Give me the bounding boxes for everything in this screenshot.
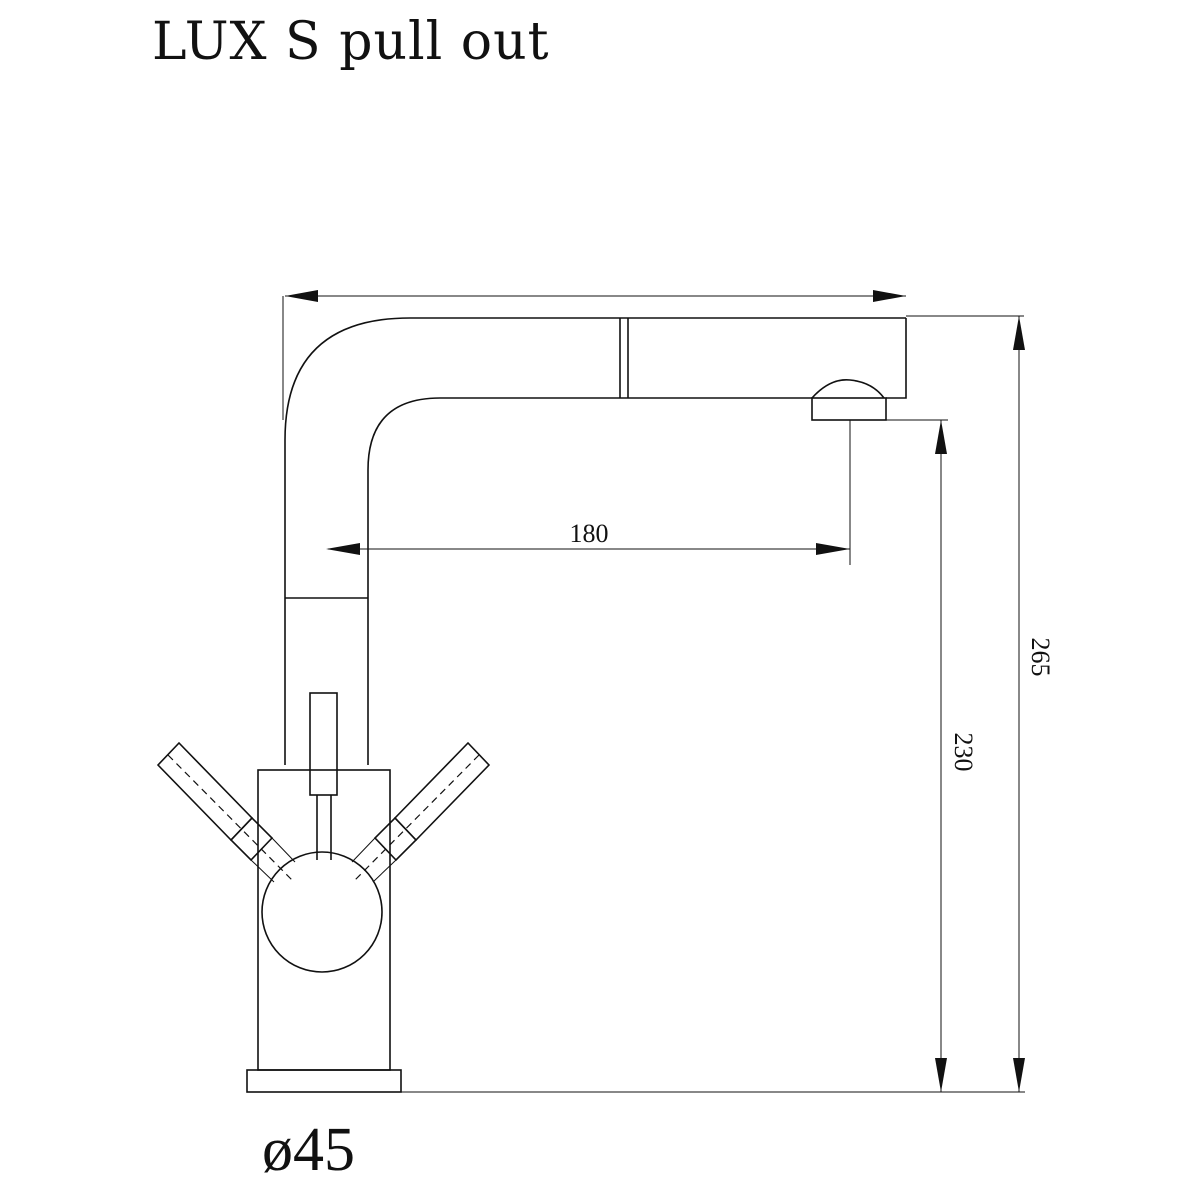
center-lever	[309, 692, 338, 860]
faucet-spout	[284, 317, 907, 765]
reach-label: 180	[570, 519, 609, 548]
spout-height-label: 230	[949, 733, 978, 772]
right-handle	[351, 741, 491, 883]
left-handle	[156, 741, 296, 883]
spout-height-dimension: 230	[886, 419, 978, 1092]
reach-dimension: 180	[326, 420, 851, 565]
aerator-head	[811, 379, 887, 421]
total-height-label: 265	[1026, 638, 1055, 677]
base-plate	[246, 1069, 402, 1093]
base-diameter-label: ø45	[262, 1116, 355, 1184]
width-dimension	[282, 290, 906, 420]
drawing-title: LUX S pull out	[152, 12, 550, 72]
valve-body	[257, 769, 391, 1071]
total-height-dimension: 265	[906, 315, 1055, 1092]
